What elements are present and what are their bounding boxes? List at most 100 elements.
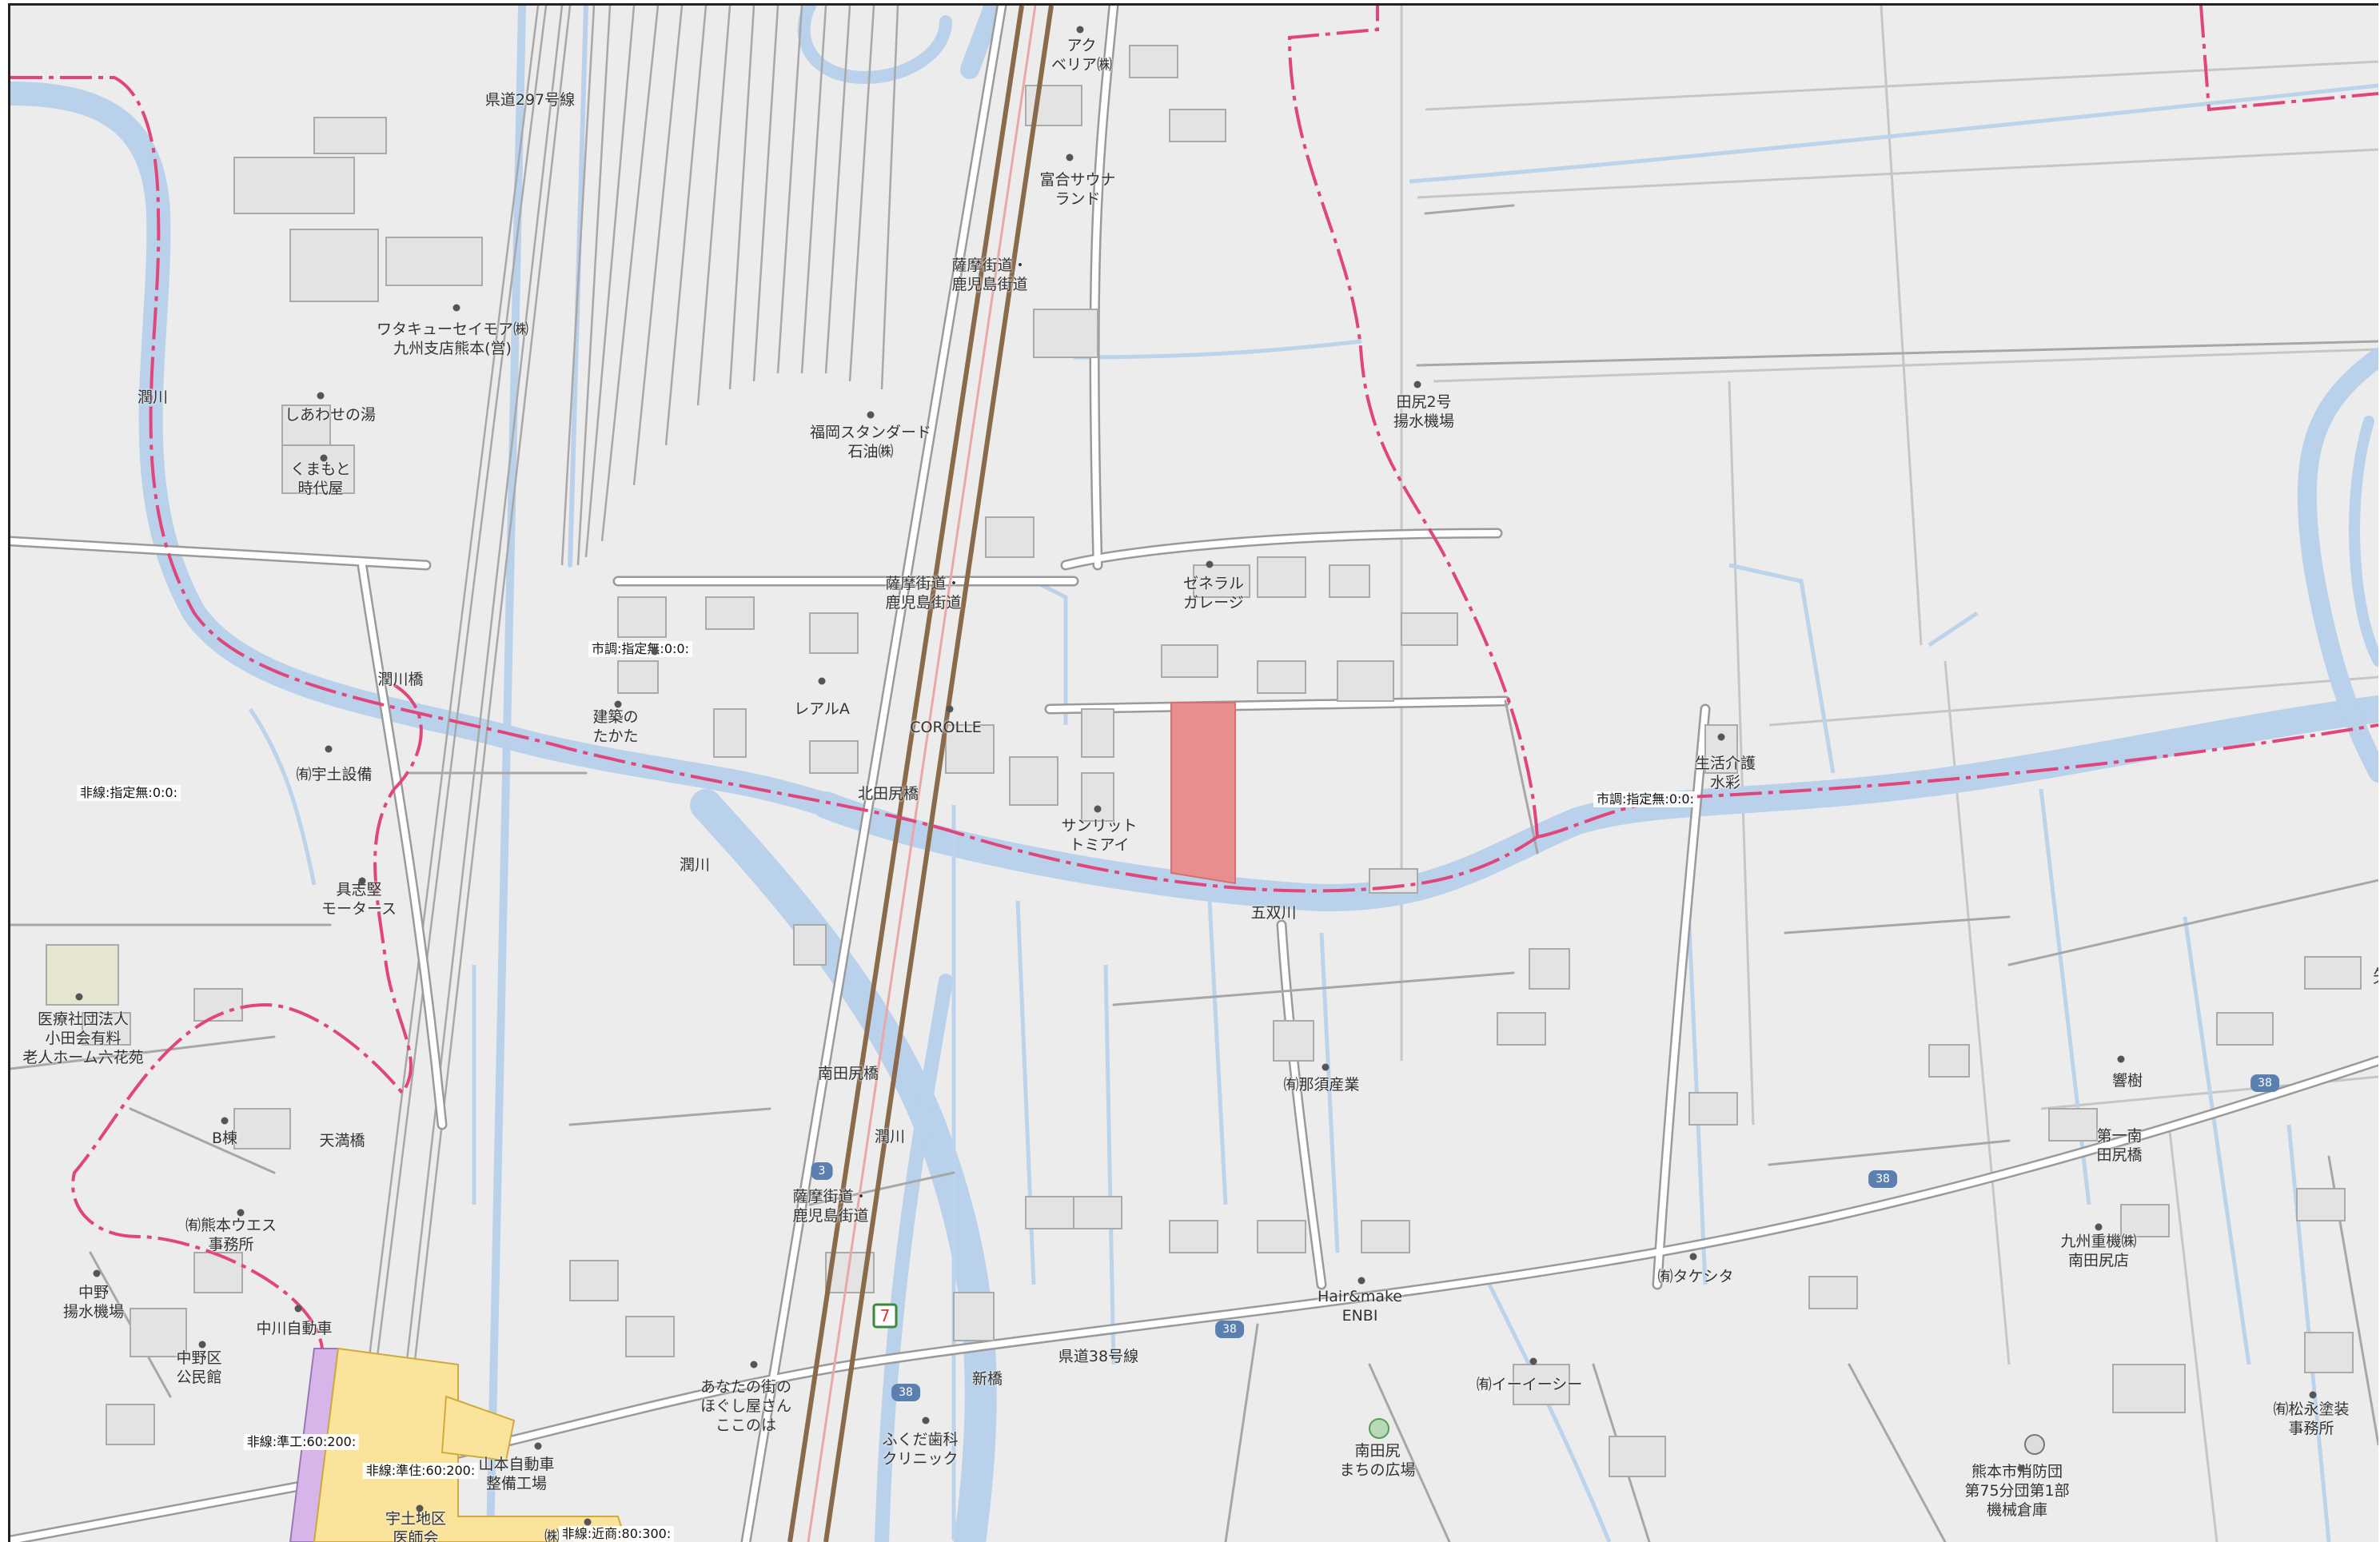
map-label: くまもと 時代屋 — [290, 460, 351, 497]
map-label: 潤川橋 — [377, 671, 424, 688]
map-label: ㈲タケシタ — [1657, 1268, 1734, 1285]
map-label: 中野区 公民館 — [176, 1349, 222, 1386]
poi-marker-icon — [946, 705, 954, 713]
buildings — [82, 45, 2362, 1477]
highlight-parcel — [1170, 702, 1236, 885]
map-label: あなたの街の ほぐし屋さん ここのは — [700, 1378, 792, 1434]
poi-marker-icon — [651, 647, 659, 655]
map-label: 九州重機㈱ 南田尻店 — [2060, 1233, 2137, 1269]
map-label: 薩摩街道・ 鹿児島街道 — [951, 257, 1028, 293]
zone-yellow-inner — [441, 1395, 516, 1462]
map-label: 建築の たかた — [592, 708, 639, 745]
zoning-label: 非線:近商:80:300: — [558, 1526, 675, 1542]
map-label: 南田尻橋 — [817, 1065, 879, 1082]
map-label: ゼネラル ガレージ — [1182, 575, 1245, 612]
zoning-label: 市調:指定無:0:0: — [1593, 791, 1697, 807]
poi-marker-icon — [2117, 1055, 2125, 1063]
map-label: アク ベリア㈱ — [1050, 37, 1113, 74]
map-label: ㈲宇土設備 — [296, 766, 373, 783]
poi-marker-icon — [93, 1269, 101, 1277]
route-shield: 3 — [811, 1162, 833, 1180]
map-label: 薩摩街道・ 鹿児島街道 — [885, 575, 962, 612]
poi-marker-icon — [1322, 1063, 1330, 1071]
route-shield: 38 — [2250, 1074, 2279, 1092]
fire-station-icon — [2024, 1434, 2045, 1455]
map-label: 県道297号線 — [484, 91, 576, 109]
river-gosogawa — [812, 695, 2378, 911]
park-icon — [1369, 1418, 1389, 1439]
zoning-label: 非線:指定無:0:0: — [77, 785, 181, 801]
poi-marker-icon — [358, 877, 366, 885]
route-shield: 38 — [1868, 1170, 1897, 1188]
map-label: レアルA — [794, 700, 850, 718]
map-label: 五双川 — [1250, 904, 1297, 922]
poi-marker-icon — [294, 1305, 302, 1313]
railway-main — [787, 6, 1054, 1542]
map-label: 熊本市消防団 第75分団第1部 機械倉庫 — [1964, 1463, 2070, 1519]
poi-marker-icon — [750, 1361, 758, 1369]
zoning-label: 非線:準住:60:200: — [362, 1463, 479, 1479]
map-label: 潤川 — [137, 388, 169, 406]
map-canvas[interactable]: 熊本県熊本市南区富合町田尻周辺 — [8, 3, 2378, 1542]
map-label: ふくだ歯科 クリニック — [882, 1431, 959, 1468]
map-label: 南田尻 まちの広場 — [1339, 1442, 1416, 1479]
map-label: 中野 揚水機場 — [62, 1284, 125, 1321]
map-label: Hair&make ENBI — [1317, 1288, 1403, 1325]
map-label: 薩摩街道・ 鹿児島街道 — [792, 1188, 869, 1225]
poi-marker-icon — [325, 745, 333, 753]
poi-marker-icon — [1413, 381, 1421, 388]
poi-marker-icon — [198, 1341, 206, 1349]
poi-marker-icon — [534, 1442, 542, 1450]
poi-marker-icon — [75, 993, 83, 1001]
map-label: 中川自動車 — [256, 1320, 333, 1337]
poi-marker-icon — [1094, 805, 1102, 813]
map-label: ㈲熊本ウエス 事務所 — [185, 1217, 277, 1253]
convenience-store-icon: 7 — [872, 1303, 898, 1329]
map-label: 響樹 — [2111, 1072, 2143, 1090]
map-label: サンリット トミアイ — [1061, 817, 1138, 854]
river-urugawa-south — [690, 789, 997, 1542]
poi-marker-icon — [614, 700, 622, 708]
poi-marker-icon — [416, 1504, 424, 1512]
poi-marker-icon — [317, 392, 325, 400]
route-shield: 38 — [891, 1384, 920, 1401]
road-network — [10, 6, 2378, 1542]
zoning-label: 非線:準工:60:200: — [243, 1434, 360, 1450]
map-label: COROLLE — [910, 719, 982, 736]
map-label: 福岡スタンダード 石油㈱ — [809, 424, 932, 460]
poi-marker-icon — [320, 454, 328, 462]
map-label: 具志堅 モータース — [321, 881, 397, 918]
map-label: 医療社団法人 小田会有料 老人ホーム六花苑 — [22, 1010, 144, 1066]
map-label: 第一南 田尻橋 — [2096, 1127, 2143, 1164]
poi-marker-icon — [922, 1416, 930, 1424]
map-label: しあわせの湯 — [284, 406, 377, 424]
poi-marker-icon — [584, 1518, 592, 1526]
route-shield: 38 — [1215, 1321, 1244, 1338]
map-label: ㈲松永塗装 事務所 — [2273, 1401, 2350, 1437]
poi-marker-icon — [237, 1209, 245, 1217]
zone-yellow — [313, 1347, 628, 1542]
map-label: 天満橋 — [319, 1132, 365, 1150]
poi-marker-icon — [221, 1117, 229, 1125]
map-base-layer[interactable]: 7 矢 — [10, 6, 2378, 1542]
field-boundaries — [1400, 6, 2378, 1542]
poi-marker-icon — [1717, 733, 1725, 741]
poi-marker-icon — [2309, 1391, 2317, 1399]
zoning-label: 市調:指定無:0:0: — [588, 641, 692, 657]
map-label: 田尻2号 揚水機場 — [1393, 393, 1455, 430]
poi-marker-icon — [1076, 26, 1084, 34]
map-label: 潤川 — [679, 856, 711, 874]
map-label: 県道38号線 — [1058, 1348, 1139, 1365]
map-label: 新橋 — [971, 1370, 1003, 1388]
map-label: ㈲イーイーシー — [1476, 1376, 1583, 1393]
map-label: 宇土地区 医師会 — [385, 1510, 447, 1542]
poi-marker-icon — [452, 304, 460, 312]
poi-marker-icon — [818, 677, 826, 685]
svg-text:7: 7 — [880, 1306, 891, 1325]
poi-marker-icon — [2095, 1223, 2103, 1231]
irrigation-channels — [248, 83, 2378, 1542]
railway-yard — [345, 6, 899, 1542]
map-label: 北田尻橋 — [857, 785, 919, 803]
admin-boundary — [10, 6, 2378, 1349]
poi-marker-icon — [1357, 1277, 1365, 1285]
